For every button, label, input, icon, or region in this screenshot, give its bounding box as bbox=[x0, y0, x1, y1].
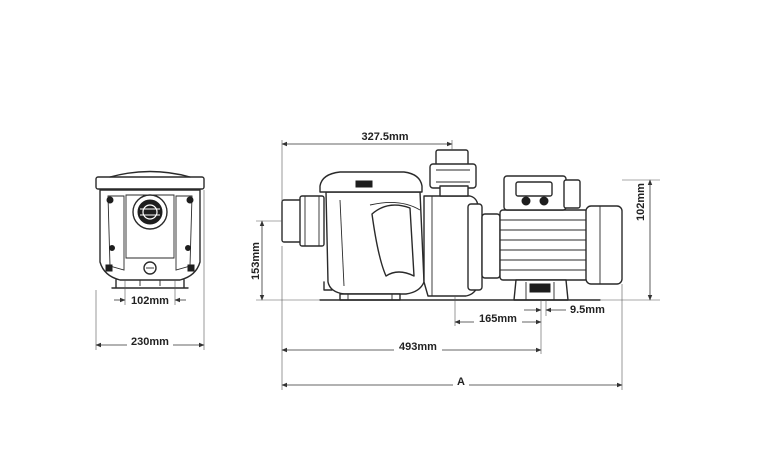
motor-height-label: 102mm bbox=[635, 183, 647, 221]
front-view bbox=[95, 170, 205, 289]
overall-length-label: A bbox=[457, 376, 465, 388]
motor-icon bbox=[499, 205, 623, 285]
top-length-dimension: 327.5mm bbox=[281, 131, 453, 202]
foot-spacing-dimension: 165mm bbox=[454, 296, 542, 326]
front-inlet-width-label: 102mm bbox=[131, 295, 169, 307]
foot-spacing-label: 165mm bbox=[479, 313, 517, 325]
front-width-label: 230mm bbox=[131, 336, 169, 348]
front-width-dimension: 230mm bbox=[95, 190, 205, 350]
base-length-dimension: 493mm bbox=[281, 246, 542, 390]
motor-height-dimension: 102mm bbox=[600, 179, 660, 301]
height-dimension: 153mm bbox=[249, 220, 320, 301]
base-length-label: 493mm bbox=[399, 341, 437, 353]
top-length-label: 327.5mm bbox=[361, 131, 408, 143]
front-inlet-port-icon bbox=[132, 194, 168, 230]
foot-slot-label: 9.5mm bbox=[570, 304, 605, 316]
foot-slot-dimension: 9.5mm bbox=[524, 300, 605, 316]
side-view bbox=[281, 149, 623, 301]
front-inlet-width-dimension: 102mm bbox=[114, 280, 186, 307]
overall-length-dimension: A bbox=[281, 284, 623, 390]
height-label: 153mm bbox=[250, 242, 262, 280]
terminal-box-icon bbox=[503, 175, 581, 211]
